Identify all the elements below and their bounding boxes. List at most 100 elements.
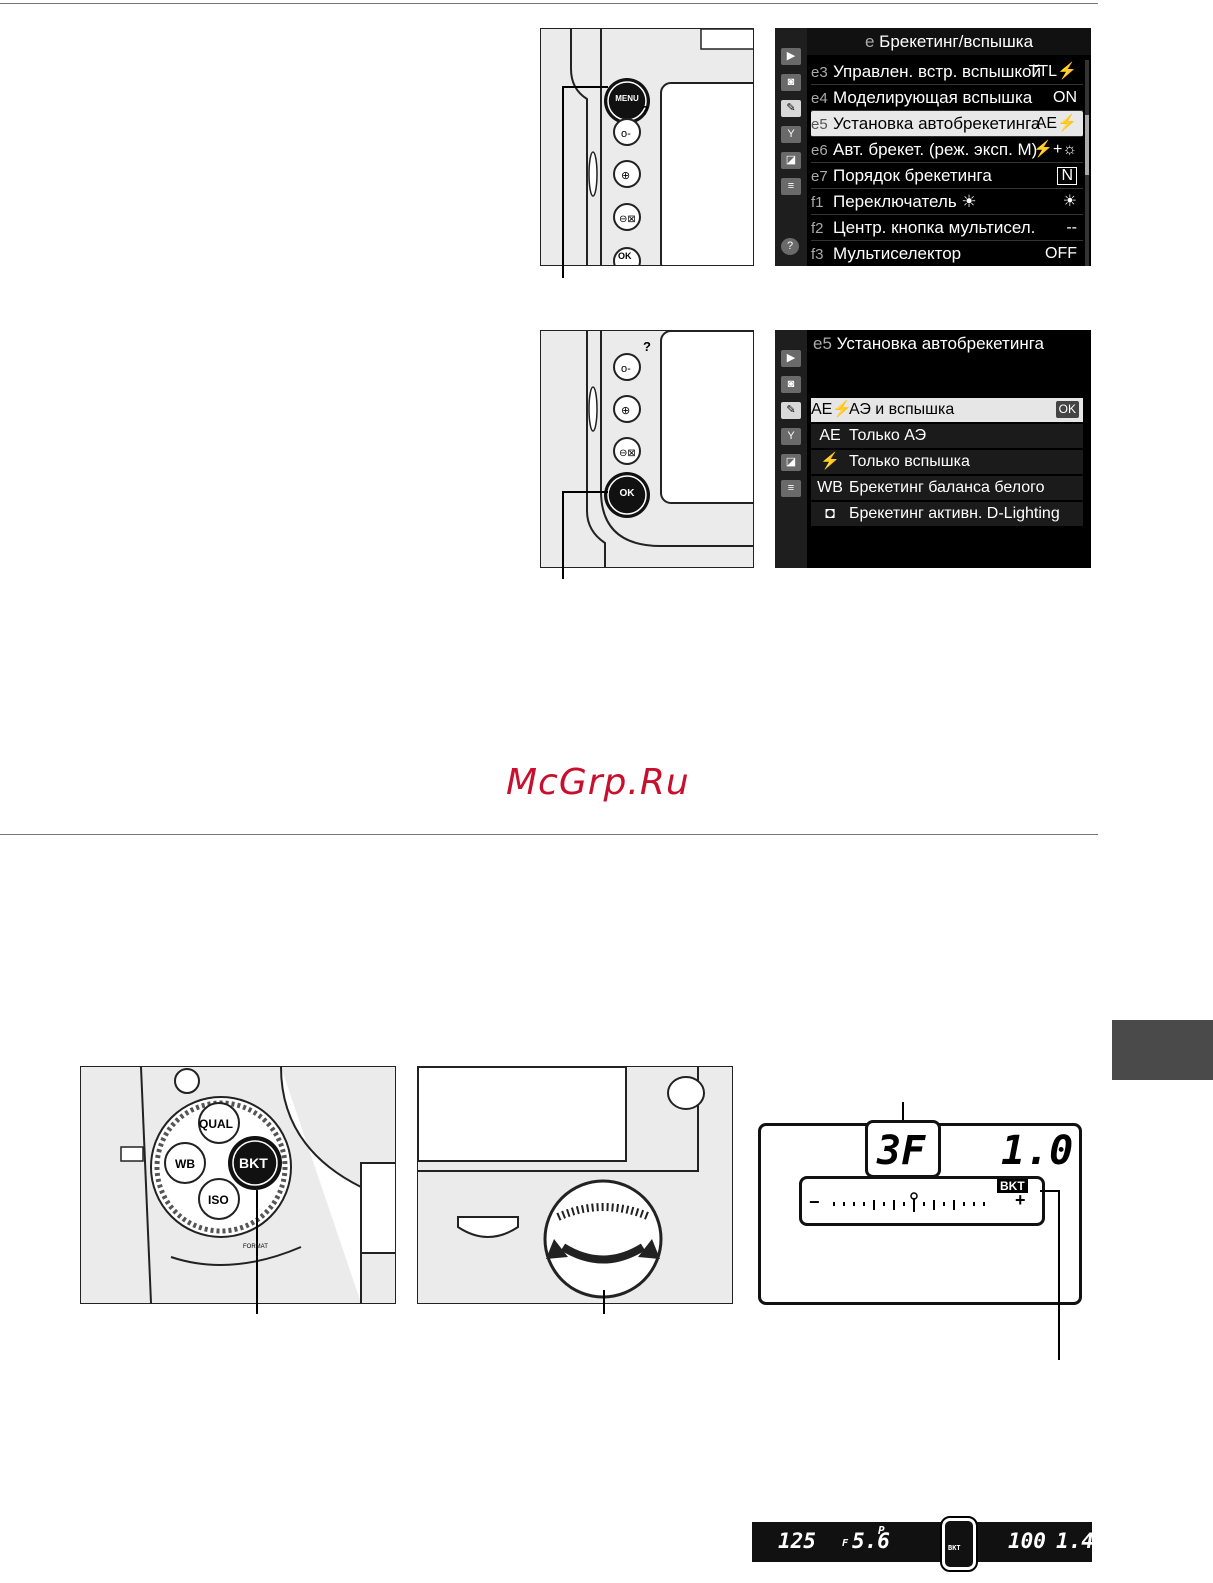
- retouch-icon: ◪: [781, 152, 801, 169]
- menu-sidebar: ▶ ◙ ✎ Y ◪ ≡: [775, 330, 807, 568]
- callout-line-bkt: [256, 1190, 258, 1314]
- callout-line-frames: [902, 1102, 904, 1122]
- row-value: TTL⚡: [1028, 63, 1077, 80]
- vf-shutter: 125: [778, 1529, 816, 1553]
- callout-line-bkt-lcd: [1058, 1190, 1060, 1360]
- submenu-title: e5 Установка автобрекетинга: [807, 330, 1091, 357]
- auto-bracketing-set-screen: ▶ ◙ ✎ Y ◪ ≡ e5 Установка автобрекетинга …: [775, 330, 1091, 568]
- callout-line-menu-h: [562, 86, 608, 88]
- row-code: e6: [811, 142, 828, 159]
- row-code: e4: [811, 90, 828, 107]
- vf-aperture-prefix: F: [842, 1538, 849, 1549]
- option-tag: AE⚡: [811, 401, 853, 418]
- menu-row[interactable]: f2 Центр. кнопка мультисел. --: [811, 215, 1083, 241]
- option-label: Только вспышка: [849, 453, 970, 470]
- vf-mode: P: [878, 1524, 885, 1537]
- vf-aperture: 5.6: [852, 1529, 890, 1553]
- shooting-menu-icon: ◙: [781, 74, 801, 91]
- format-label: FORMAT: [243, 1244, 268, 1250]
- row-label: Моделирующая вспышка: [833, 88, 1033, 107]
- option-tag: ⚡: [820, 453, 840, 470]
- help-icon: ?: [781, 238, 799, 255]
- menu-row[interactable]: e4 Моделирующая вспышка ON: [811, 85, 1083, 111]
- setup-wrench-icon: Y: [781, 428, 801, 445]
- svg-text:o-: o-: [621, 128, 631, 140]
- help-glyph: ?: [643, 339, 651, 354]
- svg-text:⊖⊠: ⊖⊠: [619, 214, 636, 225]
- lcd-frames: 3F: [877, 1128, 926, 1174]
- callout-line-ok-h: [562, 491, 608, 493]
- section-tab: [1112, 1020, 1213, 1080]
- lcd-bkt-indicator: BKT: [997, 1179, 1028, 1193]
- bkt-button[interactable]: BKT: [239, 1155, 268, 1171]
- callout-line-ok: [562, 491, 564, 579]
- option-tag: WB: [817, 479, 843, 496]
- shooting-menu-icon: ◙: [781, 376, 801, 393]
- row-label: Порядок брекетинга: [833, 166, 992, 185]
- setup-wrench-icon: Y: [781, 126, 801, 143]
- iso-button[interactable]: ISO: [208, 1193, 229, 1207]
- playback-menu-icon: ▶: [781, 48, 801, 65]
- row-value: ON: [1053, 89, 1077, 106]
- callout-line-menu: [562, 86, 564, 278]
- camera-dial-illustration: [417, 1066, 733, 1304]
- svg-text:o-: o-: [621, 363, 631, 375]
- svg-text:⊕: ⊕: [621, 405, 630, 417]
- option-label: Брекетинг баланса белого: [849, 479, 1045, 496]
- menu-sidebar: ▶ ◙ ✎ Y ◪ ≡ ?: [775, 28, 807, 266]
- option-flash-only[interactable]: ⚡ Только вспышка: [811, 450, 1083, 474]
- wb-button[interactable]: WB: [175, 1157, 195, 1171]
- option-tag: ◘: [825, 505, 835, 522]
- qual-button[interactable]: QUAL: [199, 1117, 233, 1131]
- callout-line-bkt-lcd-h: [1040, 1190, 1058, 1192]
- option-label: Брекетинг активн. D-Lighting: [849, 505, 1060, 522]
- row-value: --: [1066, 219, 1077, 236]
- vf-remaining: 1.4: [1056, 1529, 1094, 1553]
- row-label: Мультиселектор: [833, 244, 962, 263]
- row-code: e5: [811, 116, 828, 133]
- ok-button-partial: OK: [618, 251, 632, 261]
- vf-bkt-highlight: [940, 1516, 978, 1572]
- row-label: Авт. брекет. (реж. эксп. M): [833, 140, 1038, 159]
- section-rule: [0, 834, 1098, 835]
- callout-line-dial: [603, 1290, 605, 1314]
- menu-scrollbar[interactable]: [1085, 60, 1089, 266]
- exposure-indicator-box: [799, 1176, 1045, 1226]
- control-panel-lcd: 3F 1.0 BKT − +: [758, 1120, 1082, 1305]
- top-rule: [0, 3, 1098, 4]
- row-label: Центр. кнопка мультисел.: [833, 218, 1036, 237]
- custom-settings-pencil-icon: ✎: [781, 402, 801, 419]
- menu-button[interactable]: MENU: [615, 94, 639, 103]
- row-code: e7: [811, 168, 828, 185]
- menu-title-code: e: [864, 32, 875, 51]
- row-value: AE⚡: [1035, 115, 1077, 132]
- exposure-scale: [833, 1192, 985, 1212]
- camera-top-bkt-illustration: QUAL WB BKT ISO FORMAT: [80, 1066, 396, 1304]
- row-label: Переключатель ☀: [833, 192, 977, 211]
- lcd-step: 1.0: [1001, 1128, 1074, 1174]
- row-code: e3: [811, 64, 828, 81]
- row-code: f3: [811, 246, 824, 263]
- camera-back-illustration-ok: o- ⊕ ⊖⊠ ? OK: [540, 330, 754, 568]
- menu-title-text: Брекетинг/вспышка: [879, 32, 1034, 51]
- option-wb-bracketing[interactable]: WB Брекетинг баланса белого: [811, 476, 1083, 500]
- ok-badge: OK: [1055, 401, 1079, 418]
- my-menu-icon: ≡: [781, 480, 801, 497]
- row-code: f2: [811, 220, 824, 237]
- option-ae-flash[interactable]: AE⚡АЭ и вспышка OK: [811, 398, 1083, 422]
- ok-button[interactable]: OK: [619, 488, 635, 499]
- option-adl-bracketing[interactable]: ◘ Брекетинг активн. D-Lighting: [811, 502, 1083, 526]
- option-label: АЭ и вспышка: [849, 401, 955, 418]
- menu-title: e Брекетинг/вспышка: [807, 28, 1091, 55]
- vf-bkt-indicator: BKT: [948, 1544, 961, 1552]
- retouch-icon: ◪: [781, 454, 801, 471]
- camera-back-drawing: o- ⊕ ⊖⊠: [586, 331, 753, 567]
- row-label: Управлен. встр. вспышкой: [833, 62, 1042, 81]
